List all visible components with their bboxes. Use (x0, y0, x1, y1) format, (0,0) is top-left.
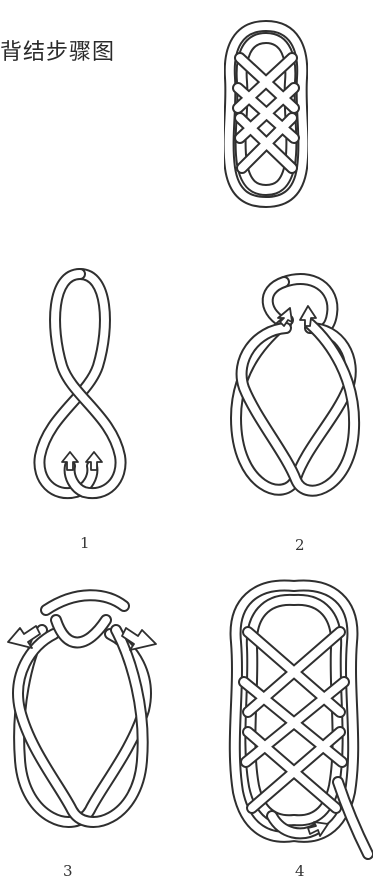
step-3-label: 3 (63, 862, 73, 880)
step-4-label: 4 (295, 862, 305, 880)
step-3-figure (6, 580, 158, 850)
step-2-figure (226, 268, 366, 518)
step-2-label: 2 (295, 536, 305, 554)
finished-knot-figure (224, 18, 308, 208)
step-1-label: 1 (80, 534, 90, 552)
diagram-title: 背结步骤图 (0, 34, 115, 66)
step-1-figure (28, 266, 133, 511)
step-4-figure (222, 572, 373, 862)
